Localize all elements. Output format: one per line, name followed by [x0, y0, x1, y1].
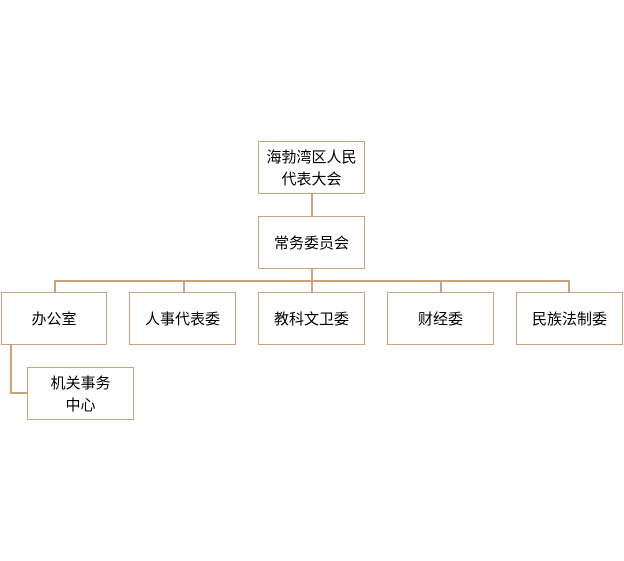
node-congress: 海勃湾区人民代表大会	[258, 141, 365, 194]
connector-office-down	[10, 345, 12, 393]
connector-committee-bus	[311, 269, 313, 281]
node-congress-label: 海勃湾区人民代表大会	[266, 147, 357, 188]
node-affairs-center-line1: 机关事务	[50, 373, 111, 392]
node-ethnic-legal-label: 民族法制委	[531, 309, 607, 328]
node-standing-committee: 常务委员会	[258, 216, 365, 269]
node-education-label: 教科文卫委	[273, 309, 349, 328]
connector-drop-personnel	[183, 280, 185, 292]
node-finance: 财经委	[387, 292, 494, 345]
connector-drop-ethnic-legal	[568, 280, 570, 292]
node-standing-committee-label: 常务委员会	[273, 233, 349, 252]
node-affairs-center: 机关事务 中心	[27, 367, 134, 420]
node-personnel: 人事代表委	[129, 292, 236, 345]
connector-drop-finance	[440, 280, 442, 292]
node-finance-label: 财经委	[417, 309, 463, 328]
connector-office-right	[10, 392, 28, 394]
connector-drop-education	[311, 280, 313, 292]
node-office-label: 办公室	[31, 309, 77, 328]
node-office: 办公室	[1, 292, 107, 345]
node-affairs-center-line2: 中心	[65, 395, 96, 414]
node-education: 教科文卫委	[258, 292, 365, 345]
connector-congress-committee	[311, 194, 313, 216]
connector-drop-office	[54, 280, 56, 292]
node-ethnic-legal: 民族法制委	[516, 292, 623, 345]
node-personnel-label: 人事代表委	[144, 309, 220, 328]
